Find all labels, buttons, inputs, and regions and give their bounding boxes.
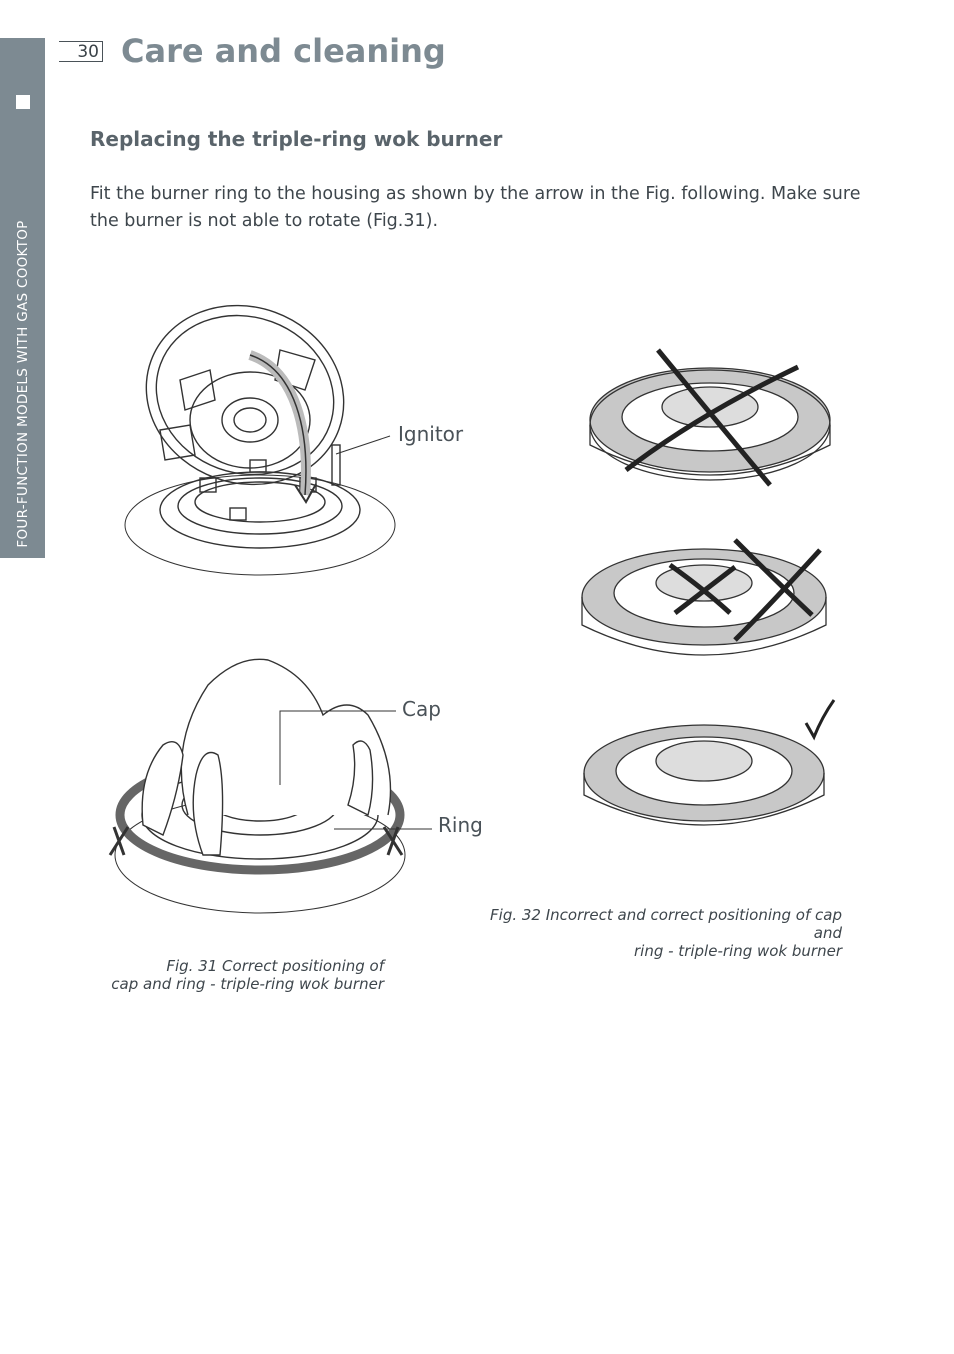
fig32-caption-line1: Fig. 32 Incorrect and correct positionin…: [490, 906, 842, 942]
page-number: 30: [59, 41, 103, 62]
ignitor-label: Ignitor: [398, 422, 464, 446]
page-title: Care and cleaning: [121, 32, 446, 70]
cap-leader-line: [279, 710, 396, 785]
fig31-caption-line2: cap and ring - triple-ring wok burner: [111, 975, 384, 993]
fig31-caption-line1: Fig. 31 Correct positioning of: [166, 957, 384, 975]
fig32-caption-line2: ring - triple-ring wok burner: [634, 942, 842, 960]
side-tab-label: FOUR-FUNCTION MODELS WITH GAS COOKTOP: [15, 220, 31, 548]
body-paragraph: Fit the burner ring to the housing as sh…: [90, 184, 861, 231]
ignitor-leader-line: [335, 435, 391, 455]
side-tab: FOUR-FUNCTION MODELS WITH GAS COOKTOP: [0, 38, 45, 558]
fig32-incorrect-burner-1: [589, 348, 831, 487]
fig32-caption: Fig. 32 Incorrect and correct positionin…: [470, 906, 842, 960]
fig32-correct-burner: [583, 699, 836, 826]
ring-leader-line: [334, 828, 432, 830]
fig31-hand-fitting-illustration: [108, 658, 406, 914]
ring-label: Ring: [438, 813, 483, 837]
section-title: Replacing the triple-ring wok burner: [90, 127, 503, 151]
fig31-caption: Fig. 31 Correct positioning of cap and r…: [100, 957, 384, 993]
fig31-ring-fitting-illustration: [124, 304, 396, 576]
cap-label: Cap: [402, 697, 441, 721]
side-tab-marker: [16, 95, 30, 109]
fig32-incorrect-burner-2: [581, 538, 827, 656]
